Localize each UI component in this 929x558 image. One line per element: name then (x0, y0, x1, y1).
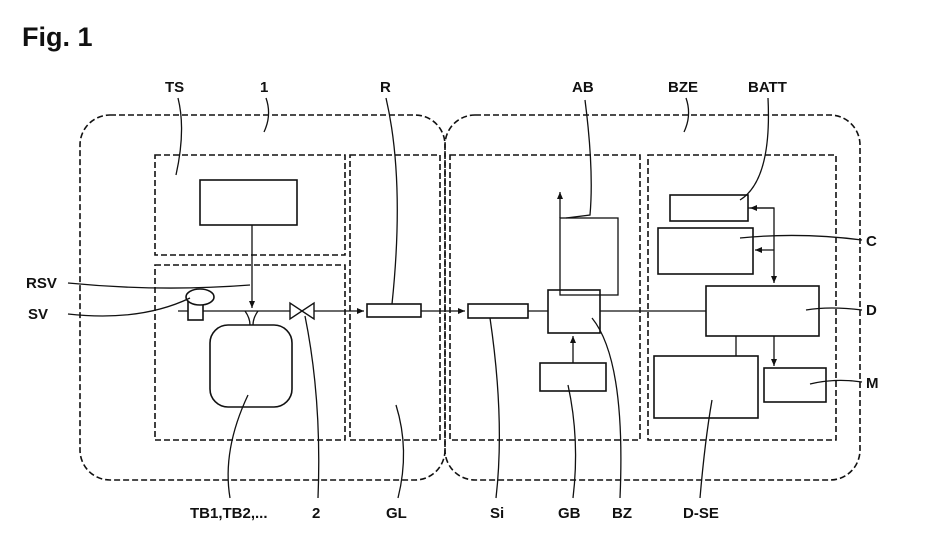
gas-line-region (350, 155, 440, 440)
leader-gl (396, 405, 404, 498)
gas-blower-gb (540, 363, 606, 391)
label-bz: BZ (612, 505, 632, 522)
label-rsv: RSV (26, 275, 57, 292)
valve-2 (290, 303, 314, 319)
label-1: 1 (260, 79, 268, 96)
label-r: R (380, 79, 391, 96)
exhaust-loop-box (560, 218, 618, 295)
label-ab: AB (572, 79, 594, 96)
leader-r (386, 98, 397, 304)
fuel-cell-region (450, 155, 640, 440)
display-dse (654, 356, 758, 418)
label-c: C (866, 233, 877, 250)
tank-connection (245, 311, 258, 325)
leader-rsv (68, 283, 250, 288)
label-sv: SV (28, 306, 48, 323)
leader-c (740, 235, 862, 240)
leader-ts (176, 98, 182, 175)
leader-sv (68, 298, 190, 316)
safety-si (468, 304, 528, 318)
leader-si (490, 318, 499, 498)
label-dse: D-SE (683, 505, 719, 522)
tank-tb (210, 325, 292, 407)
battery-batt (670, 195, 748, 221)
label-ts: TS (165, 79, 184, 96)
motor-m (764, 368, 826, 402)
label-gl: GL (386, 505, 407, 522)
controller-c (658, 228, 753, 274)
label-2: 2 (312, 505, 320, 522)
leader-batt (740, 98, 768, 200)
label-gb: GB (558, 505, 581, 522)
ts-control-box (200, 180, 297, 225)
label-si: Si (490, 505, 504, 522)
dc-converter-d (706, 286, 819, 336)
label-bze: BZE (668, 79, 698, 96)
label-tb: TB1,TB2,... (190, 505, 268, 522)
label-batt: BATT (748, 79, 787, 96)
label-d: D (866, 302, 877, 319)
label-m: M (866, 375, 879, 392)
leader-gb (568, 385, 576, 498)
unit-1-outline (80, 115, 445, 480)
leader-2 (305, 316, 319, 498)
regulator-r (367, 304, 421, 317)
fuel-cell-bz (548, 290, 600, 333)
leader-tb (228, 395, 248, 498)
leader-bz (592, 318, 621, 498)
leader-ab (566, 100, 591, 218)
shutoff-valve-sv (186, 289, 214, 320)
